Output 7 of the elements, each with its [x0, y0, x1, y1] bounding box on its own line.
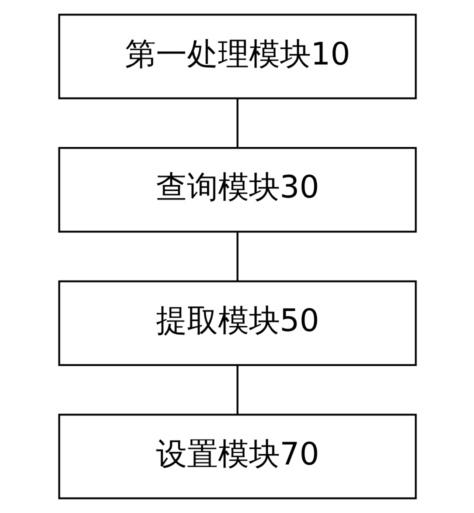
connector [236, 365, 238, 414]
connector [236, 232, 238, 282]
connector [236, 98, 238, 148]
node-box: 设置模块70 [58, 414, 416, 500]
node-box: 提取模块50 [58, 280, 416, 366]
node-box: 查询模块30 [58, 147, 416, 233]
node-box: 第一处理模块10 [58, 14, 416, 100]
